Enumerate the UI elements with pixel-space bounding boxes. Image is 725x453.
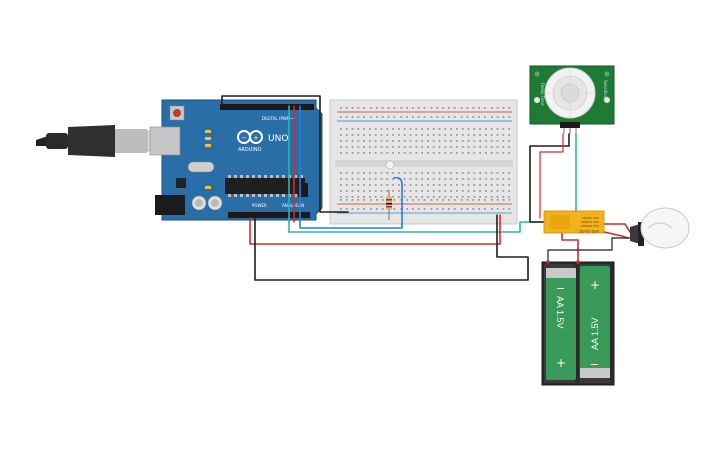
svg-text:+: + — [253, 134, 259, 142]
digital-label: DIGITAL (PWM~) — [262, 116, 296, 121]
wire-black-pir — [529, 133, 570, 223]
wires[interactable] — [221, 95, 631, 281]
wire-black-battery — [547, 237, 631, 263]
analog-label: ANALOG IN — [282, 203, 304, 208]
wire-teal-signal — [288, 105, 545, 233]
power-jack — [155, 195, 185, 215]
battery-left-top-sign: − — [556, 282, 565, 295]
pir-left-label: Delay Time — [540, 83, 545, 106]
wire-red-battery — [561, 227, 579, 263]
power-label: POWER — [252, 203, 267, 208]
breadboard-holes[interactable] — [340, 107, 511, 210]
svg-text:−: − — [241, 134, 247, 142]
battery-cell-right — [580, 266, 610, 378]
relay-module[interactable]: SRD-05VDC 10A 250VAC 10A 125VAC 10A 30VD… — [543, 210, 605, 234]
wire-black-top — [221, 95, 349, 213]
wire-red-5v — [249, 214, 501, 245]
wire-blue — [299, 105, 403, 229]
pir-pin-header[interactable] — [560, 122, 580, 128]
battery-cell-right-label: AA 1.5V — [590, 317, 600, 350]
relay-text-line-2: 10A 125VAC — [580, 220, 599, 224]
arduino-model: UNO — [268, 134, 288, 144]
pir-sensor[interactable]: Delay Time Sensitivity — [529, 65, 615, 134]
breadboard[interactable] — [329, 99, 518, 225]
relay-text-line-0: SRD-05VDC — [578, 229, 599, 233]
battery-right-bottom-sign: − — [590, 358, 599, 371]
relay-text-line-3: 10A 30VDC — [582, 216, 599, 220]
wire-red-bulb-b — [603, 231, 629, 239]
light-bulb[interactable] — [630, 207, 690, 249]
wire-red-pir — [539, 133, 564, 219]
digital-header[interactable] — [220, 104, 314, 110]
infinity-logo: − + — [237, 130, 263, 144]
resistor[interactable] — [386, 190, 392, 220]
battery-right-top-sign: + — [590, 278, 600, 292]
atmega-chip — [225, 178, 305, 194]
wire-black-gnd — [254, 214, 529, 281]
battery-cell-left-label: AA 1.5V — [555, 296, 565, 329]
power-analog-header[interactable] — [228, 212, 310, 218]
relay-text-line-1: 10A 250VAC — [580, 224, 599, 228]
battery-cell-left — [546, 268, 576, 380]
pir-right-label: Sensitivity — [603, 80, 608, 101]
battery-pack[interactable]: AA 1.5V AA 1.5V − + + − — [541, 260, 615, 386]
battery-left-bottom-sign: + — [556, 356, 566, 370]
led[interactable] — [385, 160, 395, 170]
wire-red-bulb-a — [603, 223, 631, 233]
arduino-uno-board[interactable]: − + ARDUINO UNO DIGITAL (PWM~) POWER ANA… — [149, 99, 323, 221]
arduino-brand: ARDUINO — [238, 147, 262, 153]
